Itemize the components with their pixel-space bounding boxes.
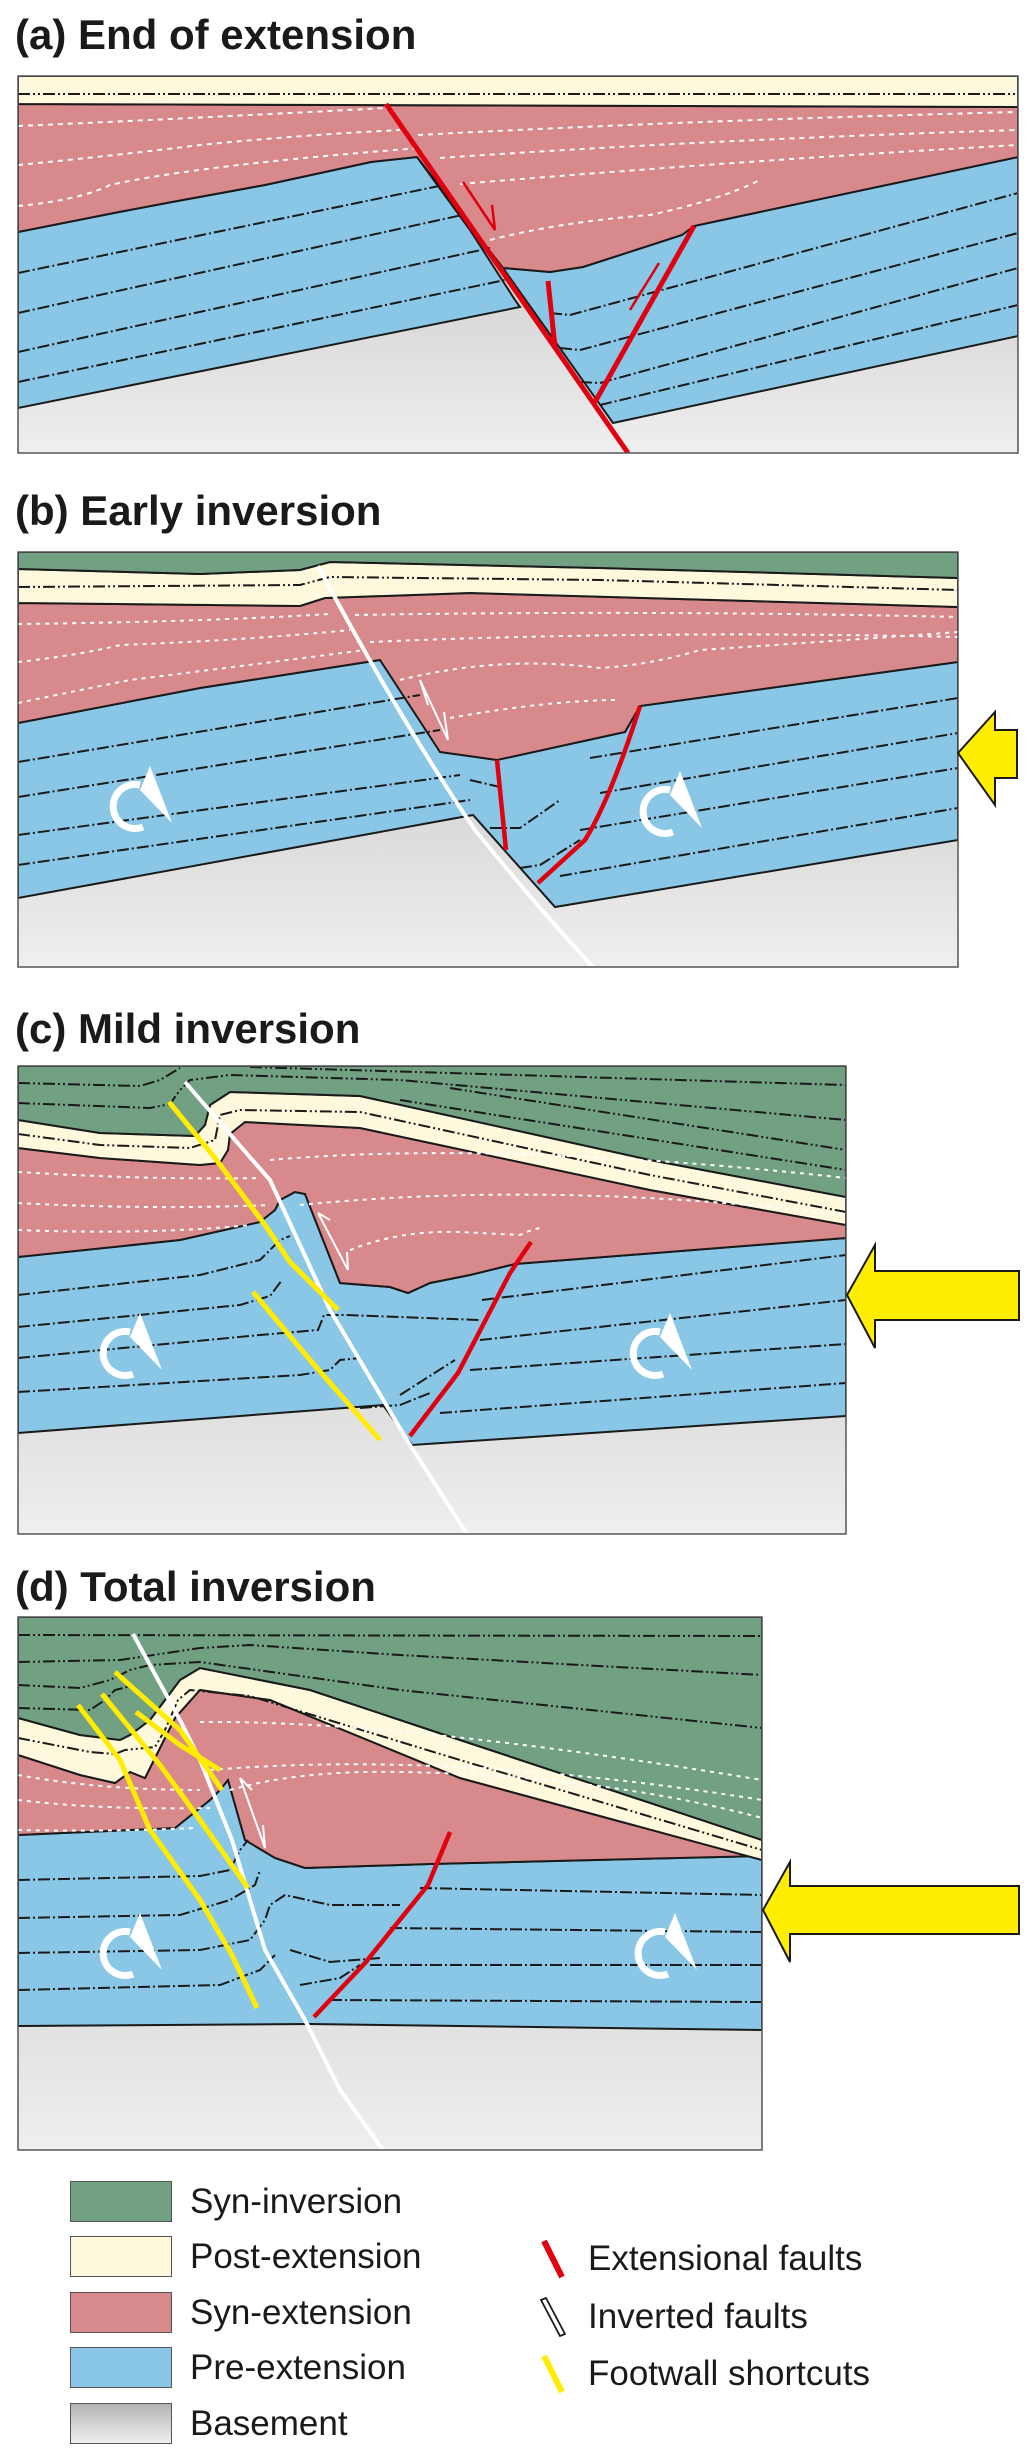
syn-inversion-unit bbox=[18, 1066, 846, 1199]
panel-c-section bbox=[18, 1066, 846, 1534]
legend-item-post-extension: Post-extension bbox=[70, 2236, 422, 2277]
panel-a-section bbox=[18, 76, 1018, 453]
legend-item-footwall-shortcuts: Footwall shortcuts bbox=[538, 2352, 870, 2396]
minor-extensional-fault bbox=[494, 759, 509, 851]
compression-arrow-icon bbox=[956, 709, 1018, 809]
syn-inversion-unit bbox=[18, 552, 958, 580]
legend-label: Inverted faults bbox=[588, 2297, 808, 2336]
rotation-arrowhead-icon bbox=[670, 771, 702, 828]
legend-item-syn-extension: Syn-extension bbox=[70, 2292, 412, 2333]
legend-item-extensional-faults: Extensional faults bbox=[538, 2237, 862, 2281]
panel-b-frame bbox=[17, 551, 959, 968]
panel-d-title: (d) Total inversion bbox=[15, 1563, 376, 1610]
inverted-fault bbox=[183, 1080, 469, 1534]
red-fault-line-icon bbox=[541, 2239, 565, 2279]
minor-extensional-fault bbox=[545, 280, 558, 348]
inverted-fault bbox=[316, 565, 595, 967]
pre-extension-swatch bbox=[70, 2347, 172, 2388]
main-extensional-fault bbox=[383, 102, 631, 453]
rotation-icon bbox=[639, 785, 675, 837]
normal-slip-arrows bbox=[461, 181, 661, 311]
legend-label: Extensional faults bbox=[588, 2239, 863, 2278]
yellow-fault-line-icon bbox=[541, 2354, 565, 2394]
legend-label: Pre-extension bbox=[190, 2347, 406, 2387]
legend-label: Syn-extension bbox=[190, 2292, 412, 2332]
post-extension-unit bbox=[18, 76, 1018, 109]
footwall-shortcut bbox=[251, 1290, 382, 1442]
syn-inversion-swatch bbox=[70, 2181, 172, 2222]
rotation-icon bbox=[634, 1927, 670, 1979]
panel-d-frame bbox=[17, 1616, 763, 2151]
rotation-arrowhead-icon bbox=[660, 1313, 692, 1370]
rotation-icon bbox=[629, 1327, 665, 1379]
rotation-arrowhead-icon bbox=[130, 1313, 162, 1370]
rotation-icon bbox=[99, 1327, 135, 1379]
panel-a-title: (a) End of extension bbox=[15, 11, 417, 58]
legend-label: Footwall shortcuts bbox=[588, 2354, 871, 2393]
rotation-arrowhead-icon bbox=[130, 1913, 162, 1970]
legend-item-syn-inversion: Syn-inversion bbox=[70, 2181, 402, 2222]
reverse-slip-arrow bbox=[239, 1777, 266, 1849]
syn-extension-swatch bbox=[70, 2292, 172, 2333]
antithetic-extensional-fault bbox=[536, 705, 643, 885]
rotation-arrowhead-icon bbox=[665, 1913, 697, 1970]
panel-c-title: (c) Mild inversion bbox=[15, 1005, 361, 1052]
legend-item-inverted-faults: Inverted faults bbox=[538, 2295, 808, 2339]
compression-arrow-icon bbox=[761, 1858, 1020, 1963]
extensional-fault bbox=[408, 1240, 533, 1438]
panel-d-section bbox=[18, 1617, 762, 2150]
extensional-fault bbox=[312, 1831, 453, 2019]
rotation-icon bbox=[99, 1927, 135, 1979]
legend-label: Post-extension bbox=[190, 2236, 422, 2276]
antithetic-extensional-fault bbox=[592, 224, 697, 404]
inverted-fault bbox=[131, 1633, 385, 2150]
white-outlined-fault-line-icon bbox=[539, 2296, 567, 2338]
rotation-icon bbox=[109, 780, 145, 832]
reverse-slip-arrow bbox=[317, 1212, 349, 1271]
syn-inversion-unit bbox=[18, 1617, 762, 1842]
cross-section-figure bbox=[17, 75, 1020, 2151]
legend-label: Syn-inversion bbox=[190, 2181, 403, 2221]
post-extension-swatch bbox=[70, 2236, 172, 2277]
rotation-arrowhead-icon bbox=[140, 766, 172, 823]
panel-c-frame bbox=[17, 1065, 847, 1535]
footwall-shortcut bbox=[167, 1100, 340, 1312]
compression-arrow-icon bbox=[845, 1241, 1020, 1349]
legend-label: Basement bbox=[190, 2403, 348, 2443]
panel-b-title: (b) Early inversion bbox=[15, 487, 382, 534]
footwall-shortcut bbox=[134, 1710, 222, 1773]
footwall-shortcut bbox=[113, 1670, 225, 1792]
footwall-shortcut bbox=[100, 1692, 251, 1890]
reverse-slip-arrow bbox=[419, 679, 449, 741]
syn-extension-unit bbox=[18, 102, 1018, 274]
footwall-shortcut bbox=[76, 1703, 260, 2010]
panel-b-section bbox=[18, 552, 958, 967]
panel-a-frame bbox=[17, 75, 1019, 454]
legend-item-basement: Basement bbox=[70, 2403, 348, 2444]
legend-item-pre-extension: Pre-extension bbox=[70, 2347, 406, 2388]
basement-swatch bbox=[70, 2403, 172, 2444]
